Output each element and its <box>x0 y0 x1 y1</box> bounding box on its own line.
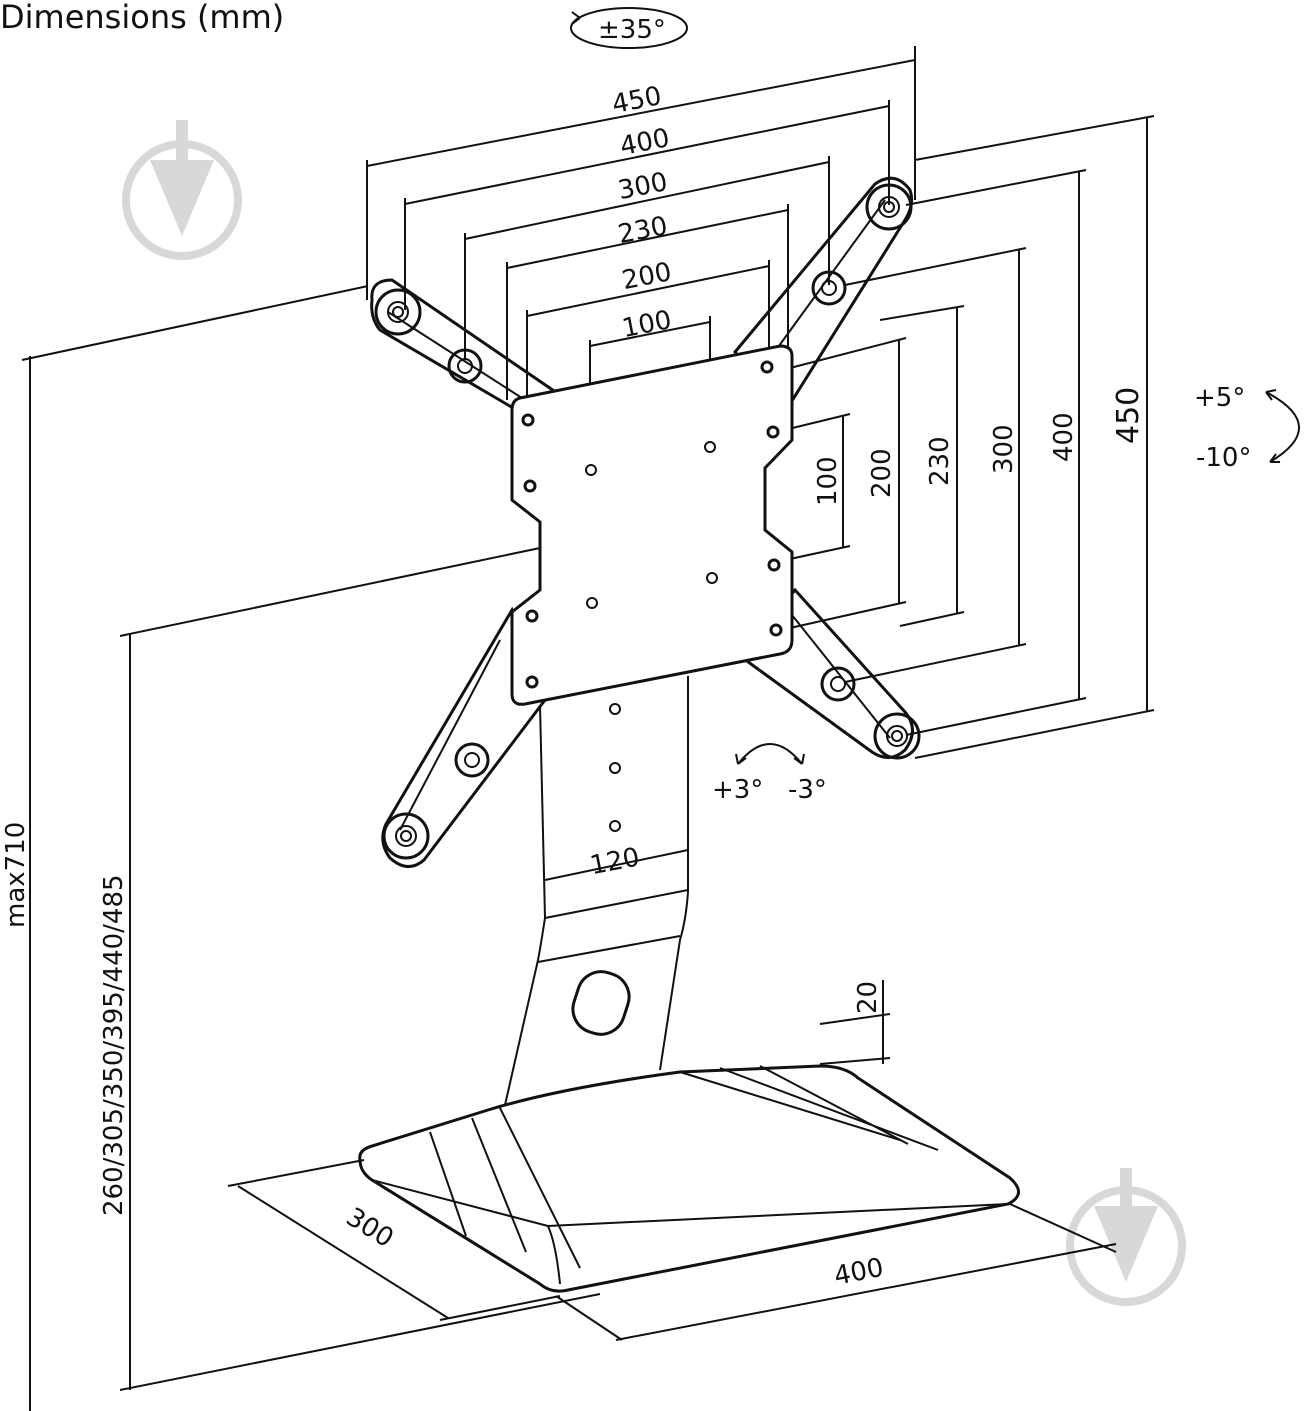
vesa-v-100-label: 100 <box>813 456 843 506</box>
height-dimensions <box>21 285 601 1411</box>
vesa-h-300-label: 300 <box>616 167 670 206</box>
swivel-arrow-icon <box>570 7 688 49</box>
watermark-logo-icon <box>122 120 242 260</box>
vesa-v-230-label: 230 <box>925 436 955 486</box>
watermark-logo-icon <box>1066 1168 1186 1306</box>
vesa-h-450-label: 450 <box>610 81 664 120</box>
vesa-h-100-label: 100 <box>620 305 674 344</box>
vesa-v-400-label: 400 <box>1049 412 1079 462</box>
height-positions-label: 260/305/350/395/440/485 <box>99 874 129 1216</box>
base-depth-label: 300 <box>341 1202 399 1254</box>
base-thickness-dimension <box>819 980 891 1065</box>
base-width-dimension <box>555 1203 1117 1341</box>
swivel-label: ±35° <box>598 15 666 45</box>
page-title: Dimensions (mm) <box>0 0 284 36</box>
rotate-minus-label: -3° <box>788 775 827 805</box>
stand-pole <box>504 676 689 1106</box>
rotate-plus-label: +3° <box>712 775 763 805</box>
vesa-v-300-label: 300 <box>989 424 1019 474</box>
tilt-arrow-icon <box>1265 389 1300 463</box>
vesa-h-230-label: 230 <box>616 211 670 250</box>
rotate-arrow-icon <box>735 743 805 765</box>
vesa-h-200-label: 200 <box>620 257 674 296</box>
pole-width-label: 120 <box>588 842 642 881</box>
vesa-plate <box>510 344 794 706</box>
max-height-label: max710 <box>1 822 31 928</box>
mount-bolt-holes <box>374 183 921 860</box>
base-depth-dimension <box>227 1159 561 1321</box>
vesa-plate-holes <box>521 360 783 689</box>
tilt-up-label: +5° <box>1194 383 1245 413</box>
tilt-down-label: -10° <box>1196 443 1251 473</box>
stand-base <box>358 1064 1020 1293</box>
vesa-v-200-label: 200 <box>867 448 897 498</box>
vesa-v-450-label: 450 <box>1111 387 1146 444</box>
vesa-h-400-label: 400 <box>618 123 672 162</box>
vesa-vertical-dimensions <box>775 115 1155 759</box>
base-thickness-label: 20 <box>853 981 883 1014</box>
base-width-label: 400 <box>832 1253 886 1292</box>
